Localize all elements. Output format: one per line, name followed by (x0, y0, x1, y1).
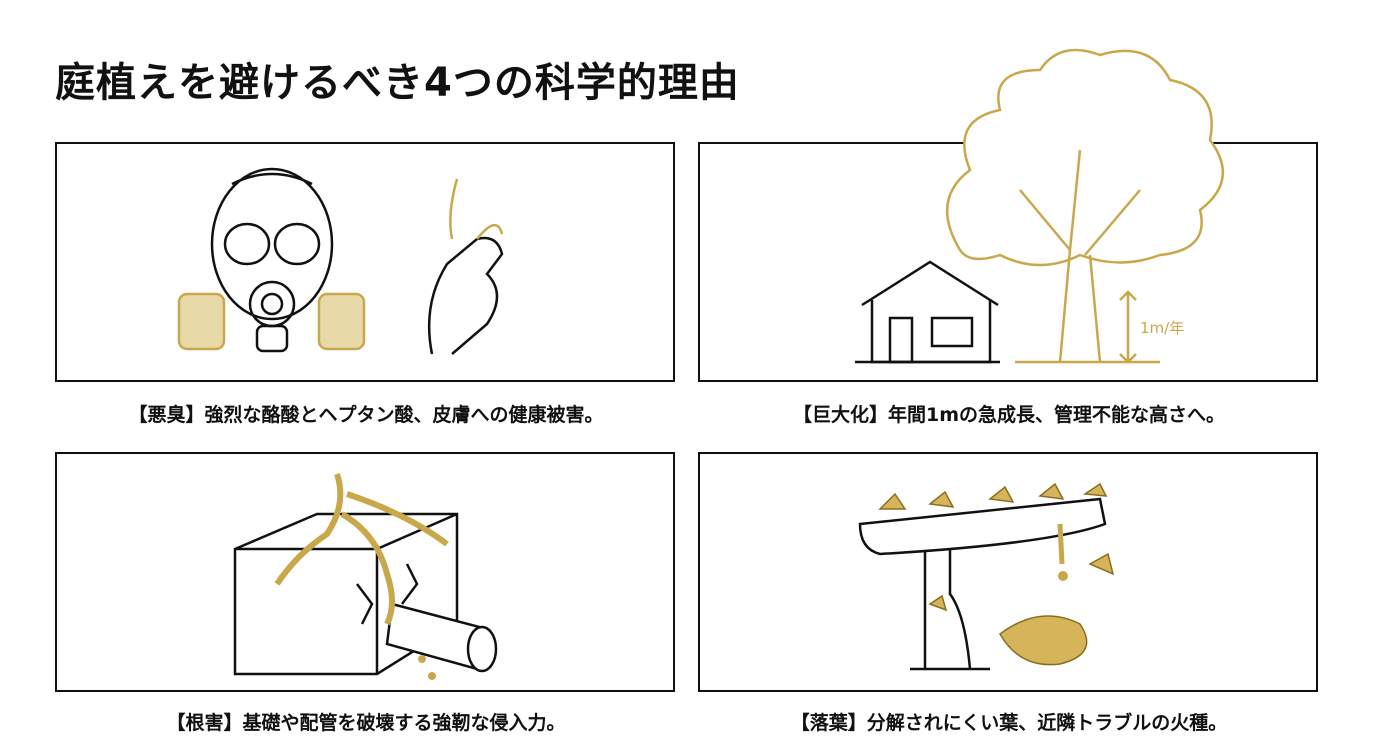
caption-growth: 【巨大化】年間1mの急成長、管理不能な高さへ。 (792, 404, 1226, 426)
panel-leaves (698, 452, 1318, 692)
panel-roots (55, 452, 675, 692)
cracked-foundation-icon (233, 473, 498, 680)
caption-leaves: 【落葉】分解されにくい葉、近隣トラブルの火種。 (790, 712, 1228, 734)
panel-odor (55, 142, 675, 382)
caption-roots: 【根害】基礎や配管を破壊する強靭な侵入力。 (166, 712, 566, 734)
gas-mask-icon (177, 167, 366, 353)
panel-growth (698, 142, 1318, 382)
broken-pipe-icon (385, 602, 498, 673)
ginkgo-leaves-icon (878, 482, 1115, 666)
roots-icon (274, 473, 449, 626)
pinched-nose-hand-icon (427, 178, 504, 355)
page-title: 庭植えを避けるべき4つの科学的理由 (55, 60, 740, 106)
gutter-icon (858, 482, 1115, 671)
caption-odor: 【悪臭】強烈な酪酸とヘプタン酸、皮膚への健康被害。 (128, 404, 604, 426)
